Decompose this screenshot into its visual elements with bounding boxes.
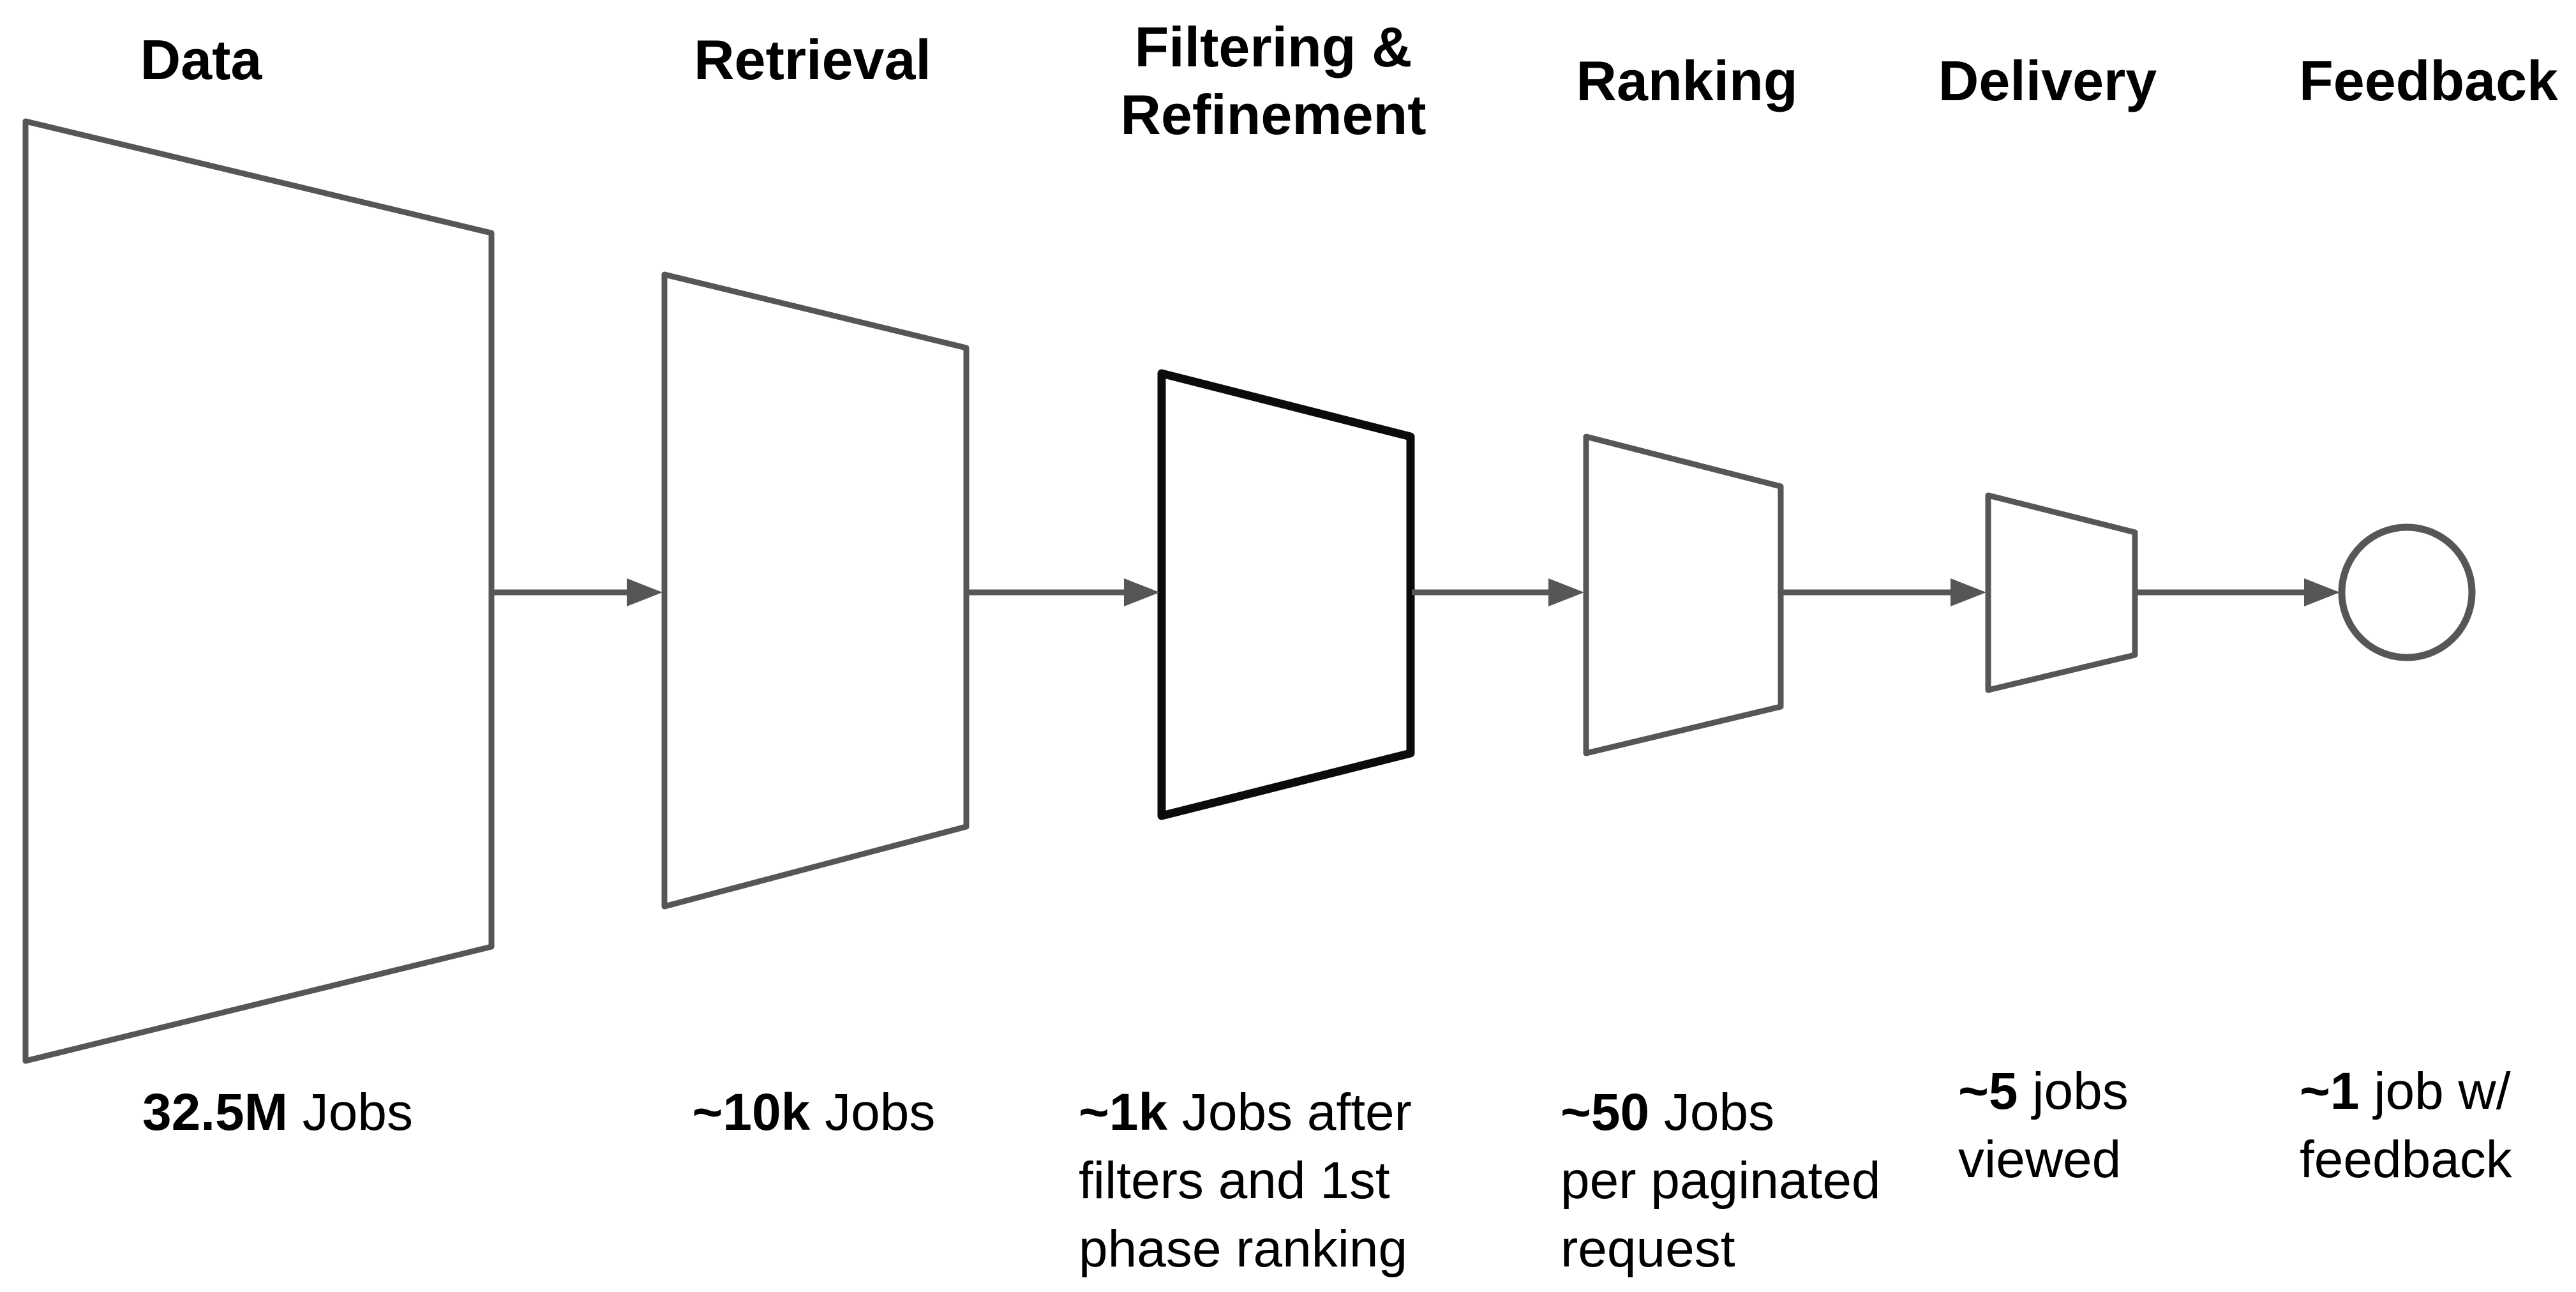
count-line: viewed xyxy=(1958,1130,2122,1189)
count-line: per paginated xyxy=(1561,1152,1881,1210)
arrowhead-icon xyxy=(627,578,663,606)
arrowhead-icon xyxy=(2304,578,2340,606)
count-caption: job w/ xyxy=(2359,1062,2511,1120)
count-line: request xyxy=(1561,1220,1735,1278)
count-line: ~5 jobs xyxy=(1958,1057,2129,1125)
arrow-delivery-to-feedback xyxy=(2136,578,2340,606)
count-caption: Jobs after xyxy=(1167,1083,1412,1141)
count-value: ~5 xyxy=(1958,1062,2018,1120)
arrow-filtering-to-ranking xyxy=(1412,578,1584,606)
arrowhead-icon xyxy=(1548,578,1584,606)
stage-title-delivery: Delivery xyxy=(1938,49,2157,112)
count-value: 32.5M xyxy=(142,1083,288,1141)
stage-count-label-filtering-refinement: ~1k Jobs after filters and 1st phase ran… xyxy=(1079,1078,1412,1283)
count-caption: Jobs xyxy=(1649,1083,1775,1141)
stage-title-filtering-refinement: Filtering & Refinement xyxy=(1120,13,1426,149)
delivery-stage-shape xyxy=(1985,492,2138,693)
count-line: ~1k Jobs after xyxy=(1079,1078,1412,1146)
title-line: Refinement xyxy=(1120,83,1427,146)
stage-count-label-ranking: ~50 Jobs per paginated request xyxy=(1561,1078,1881,1283)
stage-count-label-retrieval: ~10k Jobs xyxy=(693,1078,936,1146)
count-value: ~1 xyxy=(2300,1062,2360,1120)
stage-title-feedback: Feedback xyxy=(2299,49,2558,112)
filtering-refinement-stage-shape xyxy=(1157,369,1415,820)
count-line: ~1 job w/ xyxy=(2300,1057,2512,1125)
arrowhead-icon xyxy=(1951,578,1986,606)
count-line: filters and 1st xyxy=(1079,1152,1390,1210)
count-line: feedback xyxy=(2300,1130,2512,1189)
feedback-circle-shape xyxy=(2338,523,2476,661)
stage-title-data: Data xyxy=(140,28,262,91)
count-value: ~50 xyxy=(1561,1083,1650,1141)
stage-title-retrieval: Retrieval xyxy=(694,28,931,91)
count-line: 32.5M Jobs xyxy=(142,1078,413,1146)
title-line: Filtering & xyxy=(1134,15,1412,79)
arrowhead-icon xyxy=(1124,578,1160,606)
data-stage-shape xyxy=(22,118,495,1064)
stage-count-label-feedback: ~1 job w/ feedback xyxy=(2300,1057,2512,1194)
count-value: ~10k xyxy=(692,1083,811,1141)
arrow-ranking-to-delivery xyxy=(1782,578,1986,606)
stage-count-label-data: 32.5M Jobs xyxy=(142,1078,413,1146)
count-caption: Jobs xyxy=(287,1083,413,1141)
count-line: ~50 Jobs xyxy=(1561,1078,1881,1146)
arrow-retrieval-to-filtering xyxy=(968,578,1160,606)
count-line: phase ranking xyxy=(1079,1220,1408,1278)
stage-title-ranking: Ranking xyxy=(1576,49,1798,112)
stage-count-label-delivery: ~5 jobs viewed xyxy=(1958,1057,2129,1194)
retrieval-stage-shape xyxy=(661,271,970,910)
count-value: ~1k xyxy=(1079,1083,1168,1141)
count-line: ~10k Jobs xyxy=(693,1078,936,1146)
ranking-stage-shape xyxy=(1583,433,1784,756)
count-caption: Jobs xyxy=(810,1083,936,1141)
count-caption: jobs xyxy=(2018,1062,2129,1120)
arrow-data-to-retrieval xyxy=(491,578,663,606)
